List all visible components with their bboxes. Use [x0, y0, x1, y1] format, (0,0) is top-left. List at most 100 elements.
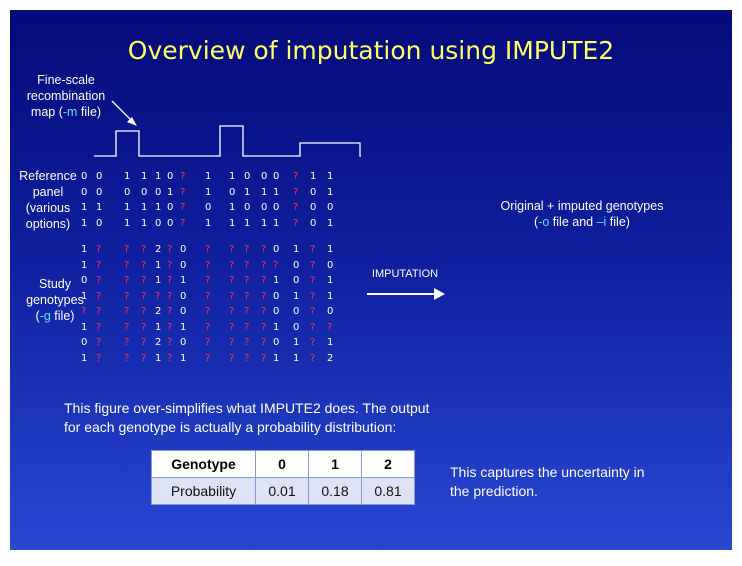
- genotype-value: 1: [81, 321, 88, 333]
- genotype-value: 1: [155, 275, 162, 286]
- recombination-map: [94, 100, 361, 157]
- missing-genotype: ?: [124, 275, 130, 286]
- genotype-value: 1: [293, 337, 300, 348]
- caption-line: the prediction.: [450, 483, 538, 499]
- missing-genotype: ?: [141, 290, 147, 302]
- genotype-value: 1: [81, 202, 88, 213]
- missing-genotype: ?: [124, 352, 130, 364]
- output-label: Original + imputed genotypes (-o file an…: [472, 198, 692, 230]
- missing-genotype: ?: [141, 244, 147, 255]
- genotype-value: 1: [81, 217, 88, 229]
- genotype-value: 0: [167, 217, 174, 229]
- missing-genotype: ?: [244, 290, 250, 302]
- slide-title: Overview of imputation using IMPUTE2: [127, 36, 615, 65]
- study-label-suffix: file): [50, 309, 75, 323]
- arrow-pointer-icon: [111, 100, 137, 126]
- missing-genotype: ?: [96, 306, 102, 317]
- output-label-line: Original + imputed genotypes: [500, 199, 664, 213]
- genotype-value: 0: [124, 186, 131, 198]
- genotype-value: 0: [244, 171, 251, 182]
- reference-panel-label: Reference panel (various options): [10, 168, 86, 232]
- missing-genotype: ?: [167, 337, 173, 348]
- study-label-line: genotypes: [26, 293, 84, 307]
- missing-genotype: ?: [167, 321, 173, 333]
- missing-genotype: ?: [180, 217, 186, 229]
- genotype-value: 0: [327, 306, 334, 317]
- reference-label-line: (various: [25, 201, 71, 215]
- genotype-value: 2: [155, 337, 162, 348]
- genotype-value: 1: [327, 186, 334, 198]
- genotype-value: 1: [141, 171, 148, 182]
- missing-genotype: ?: [310, 259, 316, 271]
- caption-line: for each genotype is actually a probabil…: [64, 419, 397, 435]
- genotype-value: 0: [155, 186, 162, 198]
- genotype-value: 1: [155, 171, 162, 182]
- missing-genotype: ?: [261, 275, 267, 286]
- missing-genotype: ?: [229, 306, 235, 317]
- genotype-value: 1: [96, 202, 103, 213]
- genotype-value: 1: [261, 217, 268, 229]
- table-header-cell: 2: [361, 450, 415, 478]
- study-label-prefix: (: [35, 309, 40, 323]
- genotype-value: 1: [293, 290, 300, 302]
- missing-genotype: ?: [244, 275, 250, 286]
- map-label-line: Fine-scale: [37, 73, 95, 87]
- output-label-suffix: file): [606, 215, 630, 229]
- genotype-value: 0: [293, 275, 300, 286]
- genotype-value: 1: [205, 171, 212, 182]
- genotype-value: 1: [155, 321, 162, 333]
- genotype-value: 0: [293, 259, 300, 271]
- missing-genotype: ?: [229, 275, 235, 286]
- missing-genotype: ?: [310, 290, 316, 302]
- table-header-row: Genotype 0 1 2: [151, 450, 415, 478]
- missing-genotype: ?: [124, 337, 130, 348]
- missing-genotype: ?: [244, 337, 250, 348]
- study-flag: -g: [39, 309, 51, 323]
- missing-genotype: ?: [167, 244, 173, 255]
- missing-genotype: ?: [96, 321, 102, 333]
- missing-genotype: ?: [244, 259, 250, 271]
- missing-genotype: ?: [310, 306, 316, 317]
- genotype-value: 0: [180, 244, 187, 255]
- genotype-value: 1: [205, 217, 212, 229]
- genotype-value: 1: [327, 290, 334, 302]
- genotype-value: 0: [205, 202, 212, 213]
- missing-genotype: ?: [327, 321, 333, 333]
- genotype-value: 1: [273, 321, 280, 333]
- reference-label-line: panel: [32, 185, 64, 199]
- genotype-value: 1: [229, 217, 236, 229]
- missing-genotype: ?: [96, 337, 102, 348]
- missing-genotype: ?: [141, 306, 147, 317]
- genotype-value: 1: [141, 217, 148, 229]
- caption-uncertainty: This captures the uncertainty in the pre…: [450, 463, 645, 501]
- genotype-value: 1: [81, 352, 88, 364]
- genotype-value: 0: [229, 186, 236, 198]
- probability-table: Genotype 0 1 2 Probability 0.01 0.18 0.8…: [151, 450, 415, 505]
- missing-genotype: ?: [180, 186, 186, 198]
- genotype-value: 0: [96, 171, 103, 182]
- missing-genotype: ?: [205, 259, 211, 271]
- recombination-rate-line: [94, 125, 361, 157]
- slide: Overview of imputation using IMPUTE2 Fin…: [10, 10, 732, 550]
- table-cell: Probability: [151, 477, 256, 505]
- genotype-value: 0: [273, 202, 280, 213]
- genotype-value: 0: [293, 306, 300, 317]
- genotype-value: 0: [273, 171, 280, 182]
- missing-genotype: ?: [229, 321, 235, 333]
- missing-genotype: ?: [244, 321, 250, 333]
- table-header-cell: 1: [308, 450, 362, 478]
- genotype-value: 0: [273, 306, 280, 317]
- missing-genotype: ?: [81, 306, 87, 317]
- missing-genotype: ?: [229, 244, 235, 255]
- genotype-value: 1: [141, 202, 148, 213]
- genotype-value: 1: [81, 244, 88, 255]
- output-label-line: (-o file and –i file): [472, 214, 692, 230]
- missing-genotype: ?: [96, 290, 102, 302]
- genotype-value: 1: [155, 202, 162, 213]
- missing-genotype: ?: [180, 202, 186, 213]
- reference-label-line: options): [25, 217, 71, 231]
- missing-genotype: ?: [124, 290, 130, 302]
- missing-genotype: ?: [124, 306, 130, 317]
- genotype-value: 0: [180, 337, 187, 348]
- map-label-suffix: file): [77, 105, 102, 119]
